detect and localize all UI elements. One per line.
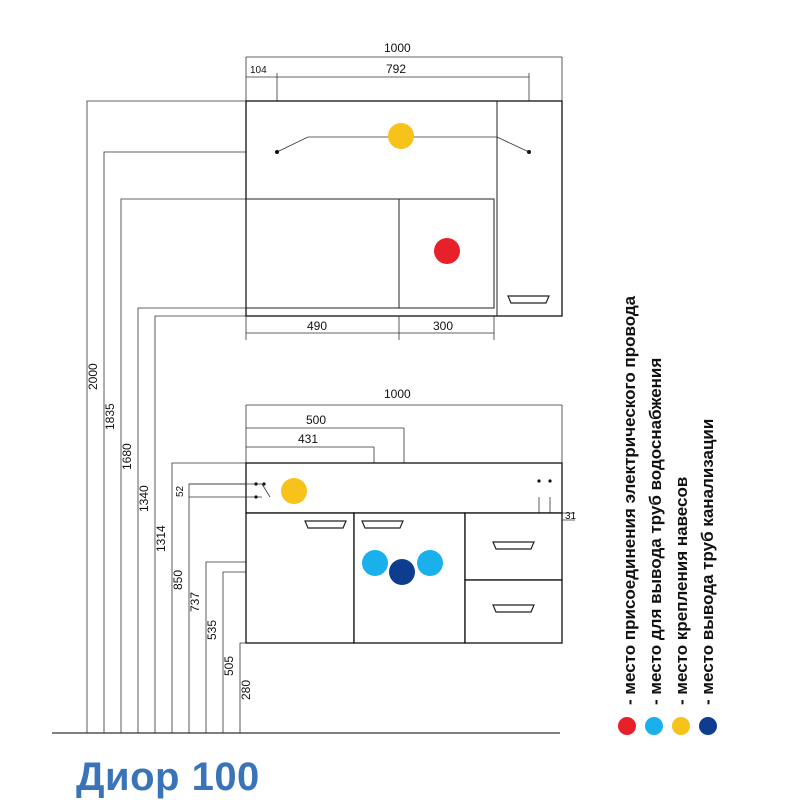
- height-label-1340: 1340: [137, 485, 151, 512]
- marker-hanging-upper: [388, 123, 414, 149]
- upper-hinge-span-label: 792: [386, 62, 406, 76]
- height-label-1835: 1835: [103, 403, 117, 430]
- height-label-1314: 1314: [154, 525, 168, 552]
- legend-swatch-hanging: [672, 717, 690, 735]
- marker-water-left: [362, 550, 388, 576]
- lower-dim-431-label: 431: [298, 432, 318, 446]
- lower-dim-31-label: 31: [565, 511, 577, 522]
- legend-item-water: - место для вывода труб водоснабжения: [646, 358, 665, 705]
- lower-dim-500-label: 500: [306, 413, 326, 427]
- product-title: Диор 100: [76, 755, 260, 799]
- legend: - место присоединения электрического про…: [618, 295, 717, 735]
- legend-swatch-sewer: [699, 717, 717, 735]
- upper-section-left-label: 490: [307, 319, 327, 333]
- upper-handle-icon: [507, 295, 550, 304]
- marker-sewer: [389, 559, 415, 585]
- height-label-2000: 2000: [86, 363, 100, 390]
- upper-width-label: 1000: [384, 41, 411, 55]
- height-label-737: 737: [188, 592, 202, 612]
- height-labels: 2000 1835 1680 1340 1314 850 737 535 505…: [86, 363, 253, 700]
- legend-item-hanging: - место крепления навесов: [672, 477, 691, 705]
- legend-item-electric: - место присоединения электрического про…: [620, 295, 639, 705]
- height-label-505: 505: [222, 656, 236, 676]
- legend-item-sewer: - место вывода труб канализации: [698, 419, 717, 705]
- upper-offset-label: 104: [250, 65, 267, 76]
- lower-cabinet: 1000 500 431 52 36 31: [175, 387, 577, 644]
- lower-drawer-top-handle-icon: [492, 541, 535, 550]
- lower-width-label: 1000: [384, 387, 411, 401]
- marker-hanging-lower: [281, 478, 307, 504]
- height-label-280: 280: [239, 680, 253, 700]
- legend-swatch-water: [645, 717, 663, 735]
- lower-drawer-bottom-handle-icon: [492, 604, 535, 613]
- legend-swatch-electric: [618, 717, 636, 735]
- lower-middle-handle-icon: [361, 520, 404, 529]
- height-label-1680: 1680: [120, 443, 134, 470]
- lower-left-handle-icon: [304, 520, 347, 529]
- upper-section-right-label: 300: [433, 319, 453, 333]
- height-label-535: 535: [205, 620, 219, 640]
- marker-water-right: [417, 550, 443, 576]
- height-label-850: 850: [171, 570, 185, 590]
- upper-cabinet: 1000 104 792 490 300: [245, 41, 563, 340]
- marker-electric: [434, 238, 460, 264]
- lower-dim-52-label: 52: [175, 485, 186, 497]
